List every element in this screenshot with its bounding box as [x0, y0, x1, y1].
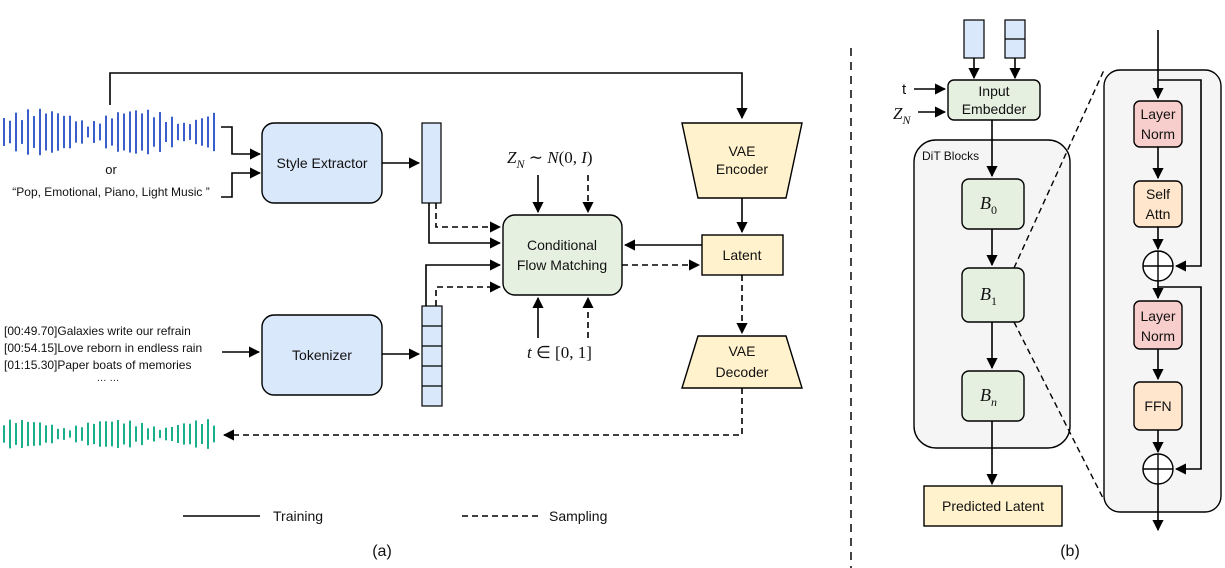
- lyric-line-1: [00:49.70]Galaxies write our refrain: [4, 324, 191, 338]
- tokenizer-box: [261, 314, 383, 396]
- conditional-flow-matching-box: [502, 214, 623, 296]
- tokens-to-cfm-sampling-arrow: [435, 281, 502, 306]
- vae-decoder-box: [681, 335, 803, 389]
- layer-norm-2-line1: Layer: [1140, 308, 1175, 324]
- audio-to-vae-encoder-arrow: [109, 72, 748, 120]
- zoom-line-top: [1013, 69, 1105, 269]
- vae-decoder-label-line1: VAE: [729, 343, 756, 359]
- layer-norm-1-line1: Layer: [1140, 106, 1175, 122]
- t-input-label: t: [902, 81, 907, 98]
- panel-a: or “Pop, Emotional, Piano, Light Music ”…: [3, 72, 803, 560]
- latent-label: Latent: [723, 247, 762, 263]
- residual-skip-1-arrow: [1158, 79, 1202, 272]
- legend-training-label: Training: [273, 508, 323, 524]
- vae-encoder-label-line1: VAE: [729, 143, 756, 159]
- self-attn-line1: Self: [1146, 186, 1170, 202]
- ffn-label: FFN: [1144, 398, 1171, 414]
- vae-decoder-to-output-arrow: [222, 388, 743, 441]
- input-audio-waveform-icon: [3, 108, 215, 156]
- zn-input-label: ZN: [893, 104, 911, 127]
- predicted-latent-label: Predicted Latent: [942, 498, 1044, 514]
- dit-block-b1: [961, 267, 1025, 323]
- layer-norm-2-line2: Norm: [1141, 328, 1175, 344]
- predicted-latent-box: [923, 485, 1063, 527]
- or-label: or: [105, 162, 117, 177]
- cfm-label-line1: Conditional: [527, 237, 597, 253]
- layer-norm-1-line2: Norm: [1141, 126, 1175, 142]
- style-extractor-label: Style Extractor: [276, 155, 367, 171]
- lyric-line-2: [00:54.15]Love reborn in endless rain: [4, 341, 202, 355]
- output-audio-waveform-icon: [3, 419, 215, 449]
- time-range-label: t ∈ [0, 1]: [527, 343, 592, 362]
- cfm-label-line2: Flow Matching: [517, 257, 607, 273]
- prompt-to-style-extractor-arrow: [221, 167, 262, 198]
- vae-encoder-label-line2: Encoder: [716, 161, 768, 177]
- tokenizer-label: Tokenizer: [292, 347, 352, 363]
- zoom-line-bottom: [1013, 321, 1105, 501]
- token-sequence-stack: [421, 305, 443, 407]
- self-attn-line2: Attn: [1146, 206, 1171, 222]
- caption-b: (b): [1060, 543, 1080, 560]
- dit-block-b0: [961, 178, 1025, 230]
- dit-block-bn: [961, 370, 1025, 422]
- style-embedding-to-cfm-sampling-arrow: [435, 203, 502, 233]
- input-embedder-label-line1: Input: [978, 83, 1009, 99]
- dit-blocks-label: DiT Blocks: [922, 149, 979, 163]
- tokens-to-cfm-arrow: [425, 259, 502, 306]
- residual-add-1-icon: [1142, 250, 1174, 282]
- lyric-line-3: [01:15.30]Paper boats of memories: [4, 358, 191, 372]
- lyric-ellipsis: … …: [97, 373, 120, 384]
- noise-distribution-label: ZN ∼ N(0, I): [507, 148, 593, 171]
- style-prompt-text: “Pop, Emotional, Piano, Light Music ”: [12, 185, 209, 199]
- audio-to-style-extractor-arrow: [221, 126, 262, 160]
- residual-skip-2-arrow: [1158, 286, 1202, 475]
- residual-add-2-icon: [1142, 453, 1174, 485]
- vae-decoder-label-line2: Decoder: [716, 364, 769, 380]
- panel-b: Input Embedder t ZN DiT Blocks B0 B1 Bn …: [893, 19, 1222, 560]
- vae-encoder-box: [681, 122, 803, 199]
- legend-sampling-label: Sampling: [549, 508, 607, 524]
- input-embedder-box: [947, 79, 1041, 121]
- style-embedding-input: [963, 19, 985, 59]
- input-embedder-label-line2: Embedder: [962, 101, 1027, 117]
- caption-a: (a): [372, 543, 392, 560]
- style-embedding-to-cfm-arrow: [428, 203, 502, 249]
- style-embedding-vector: [421, 122, 442, 204]
